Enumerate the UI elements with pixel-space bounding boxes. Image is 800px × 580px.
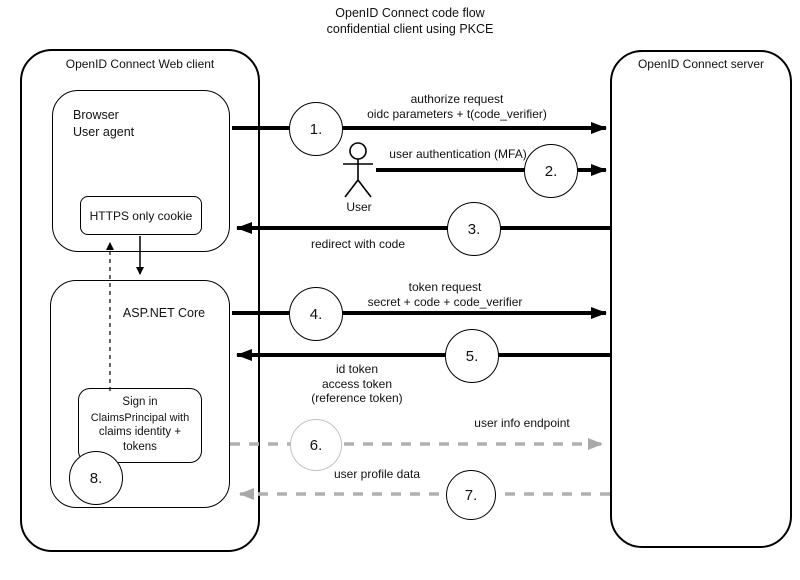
- user-figure-right-leg: [357, 179, 372, 198]
- step-4-number: 4.: [309, 305, 323, 323]
- step-4-badge: 4.: [289, 287, 343, 341]
- step-7-badge: 7.: [446, 470, 496, 520]
- step-3-badge: 3.: [447, 202, 501, 256]
- step-1-number: 1.: [309, 120, 323, 138]
- user-figure-head: [349, 142, 367, 160]
- step-7-number: 7.: [464, 486, 478, 504]
- step-8-number: 8.: [89, 469, 103, 487]
- step-5-number: 5.: [465, 347, 479, 365]
- step-8-badge: 8.: [69, 451, 123, 505]
- step-1-badge: 1.: [289, 102, 343, 156]
- step-2-number: 2.: [544, 162, 558, 180]
- step-6-badge: 6.: [290, 419, 342, 471]
- step-5-badge: 5.: [445, 329, 499, 383]
- step-3-number: 3.: [467, 220, 481, 238]
- step-2-badge: 2.: [524, 144, 578, 198]
- user-figure-left-leg: [344, 179, 359, 198]
- step-6-number: 6.: [309, 436, 323, 454]
- user-figure: [343, 142, 373, 198]
